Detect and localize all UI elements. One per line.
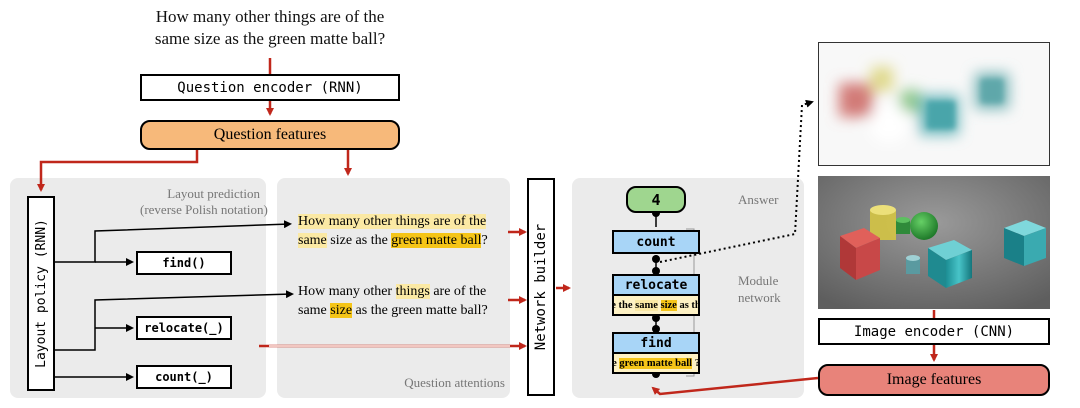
question-attentions-label: Question attentions <box>404 375 505 390</box>
attention-relocate-things: things <box>395 284 430 299</box>
image-features-label: Image features <box>886 371 982 388</box>
answer-value: 4 <box>651 190 661 209</box>
attention-relocate-rest: are of the <box>429 284 487 299</box>
attention-relocate-start: How many other <box>298 284 396 299</box>
layout-module-count: count(_) <box>136 365 232 389</box>
layout-module-find: find() <box>136 251 232 275</box>
layout-module-relocate-label: relocate(_) <box>144 321 224 335</box>
question-line-2: same size as the green matte ball? <box>154 29 386 48</box>
scene-image <box>818 176 1050 309</box>
layout-module-relocate: relocate(_) <box>136 316 232 340</box>
question-line-1: How many other things are of the <box>155 7 385 26</box>
answer-label: Answer <box>738 192 779 207</box>
module-relocate-attention: e the same size as th <box>612 296 700 316</box>
network-builder-box: Network builder <box>527 178 555 396</box>
attention-find-highlight: green matte ball <box>391 233 482 248</box>
module-network-line-2: network <box>738 290 781 305</box>
network-builder-label: Network builder <box>533 223 549 351</box>
module-count-label: count <box>636 234 676 250</box>
answer-box: 4 <box>626 186 686 213</box>
layout-policy-label: Layout policy (RNN) <box>33 219 49 368</box>
layout-module-count-label: count(_) <box>155 370 213 384</box>
layout-policy-box: Layout policy (RNN) <box>27 196 55 391</box>
layout-prediction-label: Layout prediction (reverse Polish notati… <box>140 186 268 218</box>
attention-relocate-highlight: size <box>330 303 353 318</box>
attention-relocate-text: How many other things are of the same si… <box>298 282 508 320</box>
question-features-label: Question features <box>213 126 327 143</box>
attention-relocate-same: same <box>298 303 331 318</box>
relocate-att-same: same <box>635 299 658 311</box>
module-network-line-1: Module <box>738 273 779 288</box>
module-count: count <box>612 230 700 254</box>
relocate-att-size: size <box>660 299 677 311</box>
attention-map-drawing <box>819 43 1049 165</box>
scene-drawing <box>818 176 1050 309</box>
attention-find-same: same <box>298 233 327 248</box>
attention-relocate-line-2: same size as the green matte ball? <box>298 301 508 320</box>
attention-relocate-line-1: How many other things are of the <box>298 282 508 301</box>
module-find: find <box>612 332 700 354</box>
image-encoder-label: Image encoder (CNN) <box>853 323 1015 340</box>
layout-module-find-label: find() <box>162 256 206 270</box>
attention-find-mid: size as the <box>326 233 392 248</box>
question-encoder-box: Question encoder (RNN) <box>140 74 400 101</box>
relocate-att-c: as th <box>676 299 700 311</box>
module-relocate: relocate <box>612 274 700 296</box>
layout-prediction-line-1: Layout prediction <box>167 186 260 201</box>
find-att-b: ? <box>692 357 700 369</box>
attention-find-line-2: same size as the green matte ball? <box>298 231 508 250</box>
attention-find-faint-text: How many other things are of the <box>298 214 487 229</box>
find-att-a: e <box>612 357 620 369</box>
question-features-box: Question features <box>140 120 400 150</box>
attention-map-image <box>818 42 1050 166</box>
image-features-box: Image features <box>818 364 1050 396</box>
attention-relocate-end: as the green matte ball? <box>352 303 488 318</box>
module-find-attention: e green matte ball ? <box>612 354 700 374</box>
relocate-att-a: e the <box>612 299 636 311</box>
layout-prediction-line-2: (reverse Polish notation) <box>140 202 268 217</box>
module-relocate-label: relocate <box>624 277 688 293</box>
module-network-label: Module network <box>738 272 781 306</box>
module-find-label: find <box>640 335 672 351</box>
attention-find-line-1: How many other things are of the <box>298 212 508 231</box>
question-text: How many other things are of the same si… <box>120 6 420 50</box>
find-att-highlight: green matte ball <box>619 357 693 369</box>
image-encoder-box: Image encoder (CNN) <box>818 318 1050 345</box>
attention-find-text: How many other things are of the same si… <box>298 212 508 250</box>
attention-find-end: ? <box>481 233 488 248</box>
question-encoder-label: Question encoder (RNN) <box>177 79 363 96</box>
